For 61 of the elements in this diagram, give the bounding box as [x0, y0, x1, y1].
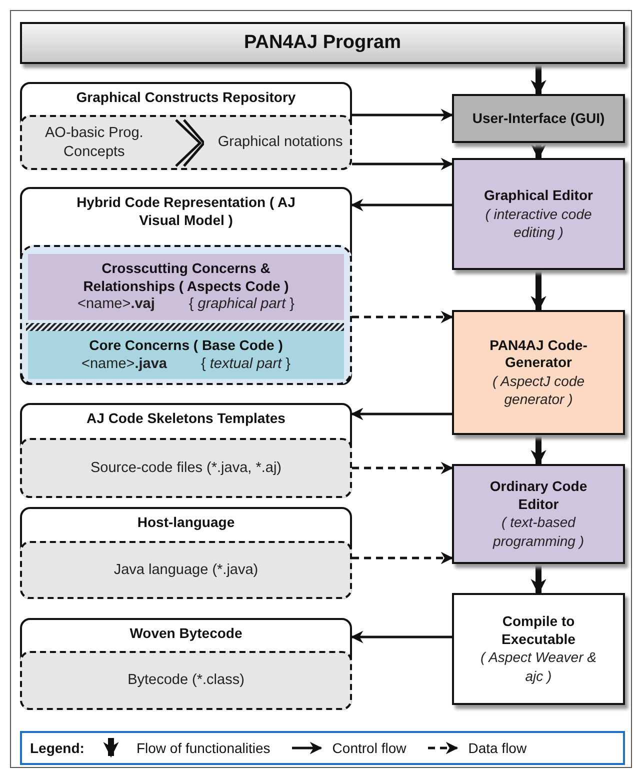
group-heading: Hybrid Code Representation ( AJ Visual Model )	[76, 194, 296, 229]
content-text: Source-code files (*.java, *.aj)	[90, 458, 282, 478]
group-heading: Woven Bytecode	[130, 625, 242, 642]
group-box	[20, 187, 352, 385]
content-text: Bytecode (*.class)	[128, 671, 244, 690]
control-flow-arrow	[350, 408, 452, 420]
content-box	[20, 438, 352, 498]
base-code-box	[28, 331, 344, 379]
process-title: Compile to Executable	[500, 613, 576, 648]
aspect-code-box	[28, 254, 344, 320]
process-note: ( Aspect Weaver & ajc )	[480, 648, 598, 685]
file-text: { graphical part }	[188, 295, 294, 314]
concept-text: Graphical notations	[218, 133, 343, 152]
control-flow-arrow	[350, 198, 452, 212]
file-text: <name>.vaj	[77, 295, 155, 314]
process-note: ( interactive code editing )	[484, 204, 593, 241]
group-box	[20, 618, 352, 710]
functionality-arrow	[530, 143, 546, 160]
legend-text: Control flow	[332, 740, 406, 756]
file-text: { textual part }	[200, 354, 290, 373]
control-flow-arrow	[352, 108, 454, 122]
legend-text: Flow of functionalities	[136, 740, 270, 756]
process-box	[452, 464, 625, 564]
process-title: User-Interface (GUI)	[472, 110, 605, 128]
process-title: PAN4AJ Code-Generator	[488, 336, 588, 372]
functionality-arrow	[530, 435, 546, 466]
content-box	[20, 115, 352, 170]
process-title: Ordinary Code Editor	[488, 478, 588, 514]
functionality-arrow	[530, 564, 546, 595]
data-flow-arrow	[352, 552, 454, 564]
process-box	[452, 94, 625, 143]
group-box	[20, 507, 352, 599]
process-box	[452, 310, 625, 435]
process-title: Graphical Editor	[484, 187, 593, 205]
file-text: <name>.java	[82, 354, 167, 373]
legend-title: Legend:	[30, 740, 84, 756]
process-note: ( text-based programming )	[492, 513, 586, 550]
title-text: PAN4AJ Program	[244, 31, 401, 55]
functionality-arrow	[530, 270, 546, 312]
control-flow-arrow	[352, 158, 454, 170]
process-box	[452, 158, 625, 270]
content-text: Java language (*.java)	[114, 560, 258, 580]
control-flow-arrow	[350, 630, 452, 644]
content-box	[20, 651, 352, 710]
group-box	[20, 82, 352, 170]
data-flow-arrow	[352, 462, 454, 474]
concern-heading: Crosscutting Concerns & Relationships ( Aspects Code )	[82, 260, 290, 296]
data-flow-arrow	[352, 310, 454, 324]
title-bar	[20, 22, 625, 64]
group-box	[20, 403, 352, 498]
process-note: ( AspectJ code generator )	[491, 372, 586, 408]
group-heading: AJ Code Skeletons Templates	[86, 410, 286, 428]
model-container	[20, 245, 352, 385]
concern-heading: Core Concerns ( Base Code )	[89, 337, 283, 355]
content-box	[20, 541, 352, 599]
functionality-arrow	[530, 64, 546, 96]
legend-text: Data flow	[468, 740, 527, 756]
concept-text: AO-basic Prog. Concepts	[44, 124, 144, 161]
group-heading: Host-language	[137, 514, 235, 532]
group-heading: Graphical Constructs Repository	[76, 89, 296, 106]
process-box	[452, 593, 625, 705]
